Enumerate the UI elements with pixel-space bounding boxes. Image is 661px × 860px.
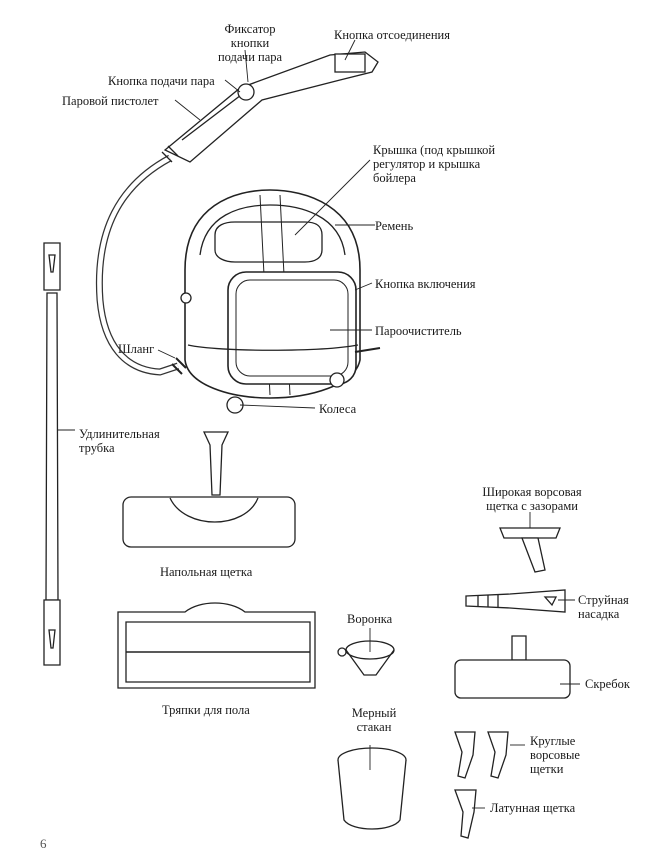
label-detach-button: Кнопка отсоединения [334, 28, 450, 42]
label-hose: Шланг [118, 342, 155, 356]
brass-brush-drawing [454, 789, 477, 839]
extension-tube-drawing [43, 242, 61, 666]
label-steam-button: Кнопка подачи пара [108, 74, 215, 88]
funnel-drawing [337, 640, 395, 676]
floor-brush-drawing [122, 431, 296, 548]
measuring-cup-drawing [337, 747, 407, 830]
label-power-button: Кнопка включения [375, 277, 476, 291]
steam-cleaner-body-drawing [171, 189, 381, 414]
label-steam-gun: Паровой пистолет [62, 94, 159, 108]
steam-gun-drawing [161, 51, 379, 163]
label-steam-cleaner: Пароочиститель [375, 324, 462, 338]
label-floor-cloths: Тряпки для пола [162, 703, 250, 717]
label-floor-brush: Напольная щетка [160, 565, 253, 579]
scraper-drawing [454, 635, 571, 699]
label-wheels: Колеса [319, 402, 357, 416]
label-funnel: Воронка [347, 612, 393, 626]
page-number: 6 [40, 836, 47, 851]
jet-nozzle-drawing [465, 589, 566, 613]
wide-brush-drawing [499, 527, 561, 573]
label-scraper: Скребок [585, 677, 630, 691]
leader-lines [58, 39, 580, 809]
label-strap: Ремень [375, 219, 414, 233]
label-brass-brush: Латунная щетка [490, 801, 576, 815]
round-brushes-drawing [454, 731, 509, 779]
floor-cloths-drawing [117, 602, 316, 689]
